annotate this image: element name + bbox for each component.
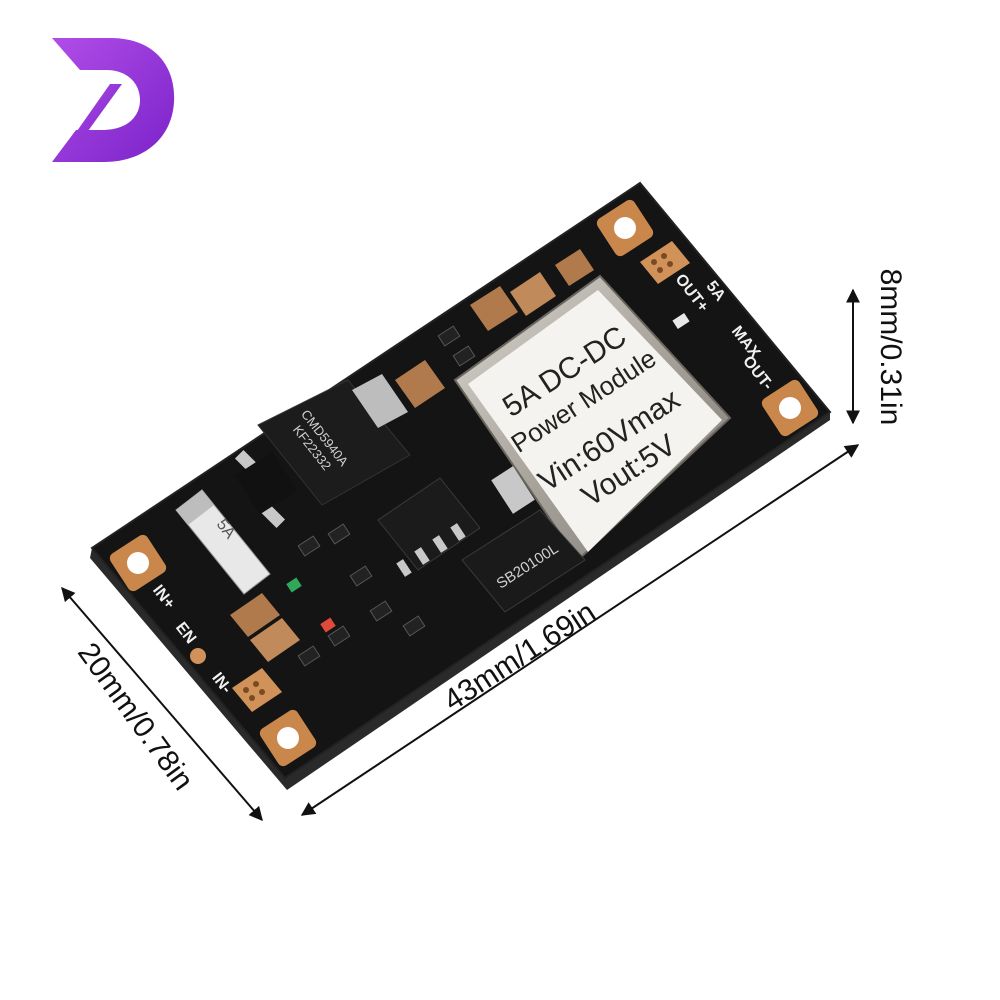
en-pad xyxy=(190,648,206,664)
fuse: 5A xyxy=(175,489,271,595)
dimension-arrows xyxy=(61,288,860,822)
output-pads xyxy=(640,241,690,284)
width-arrow xyxy=(61,586,263,822)
mounting-holes xyxy=(109,199,819,767)
height-dimension-label: 8mm/0.31in xyxy=(874,268,907,426)
d-letter-logo-icon xyxy=(52,38,175,162)
length-arrow xyxy=(300,444,860,816)
